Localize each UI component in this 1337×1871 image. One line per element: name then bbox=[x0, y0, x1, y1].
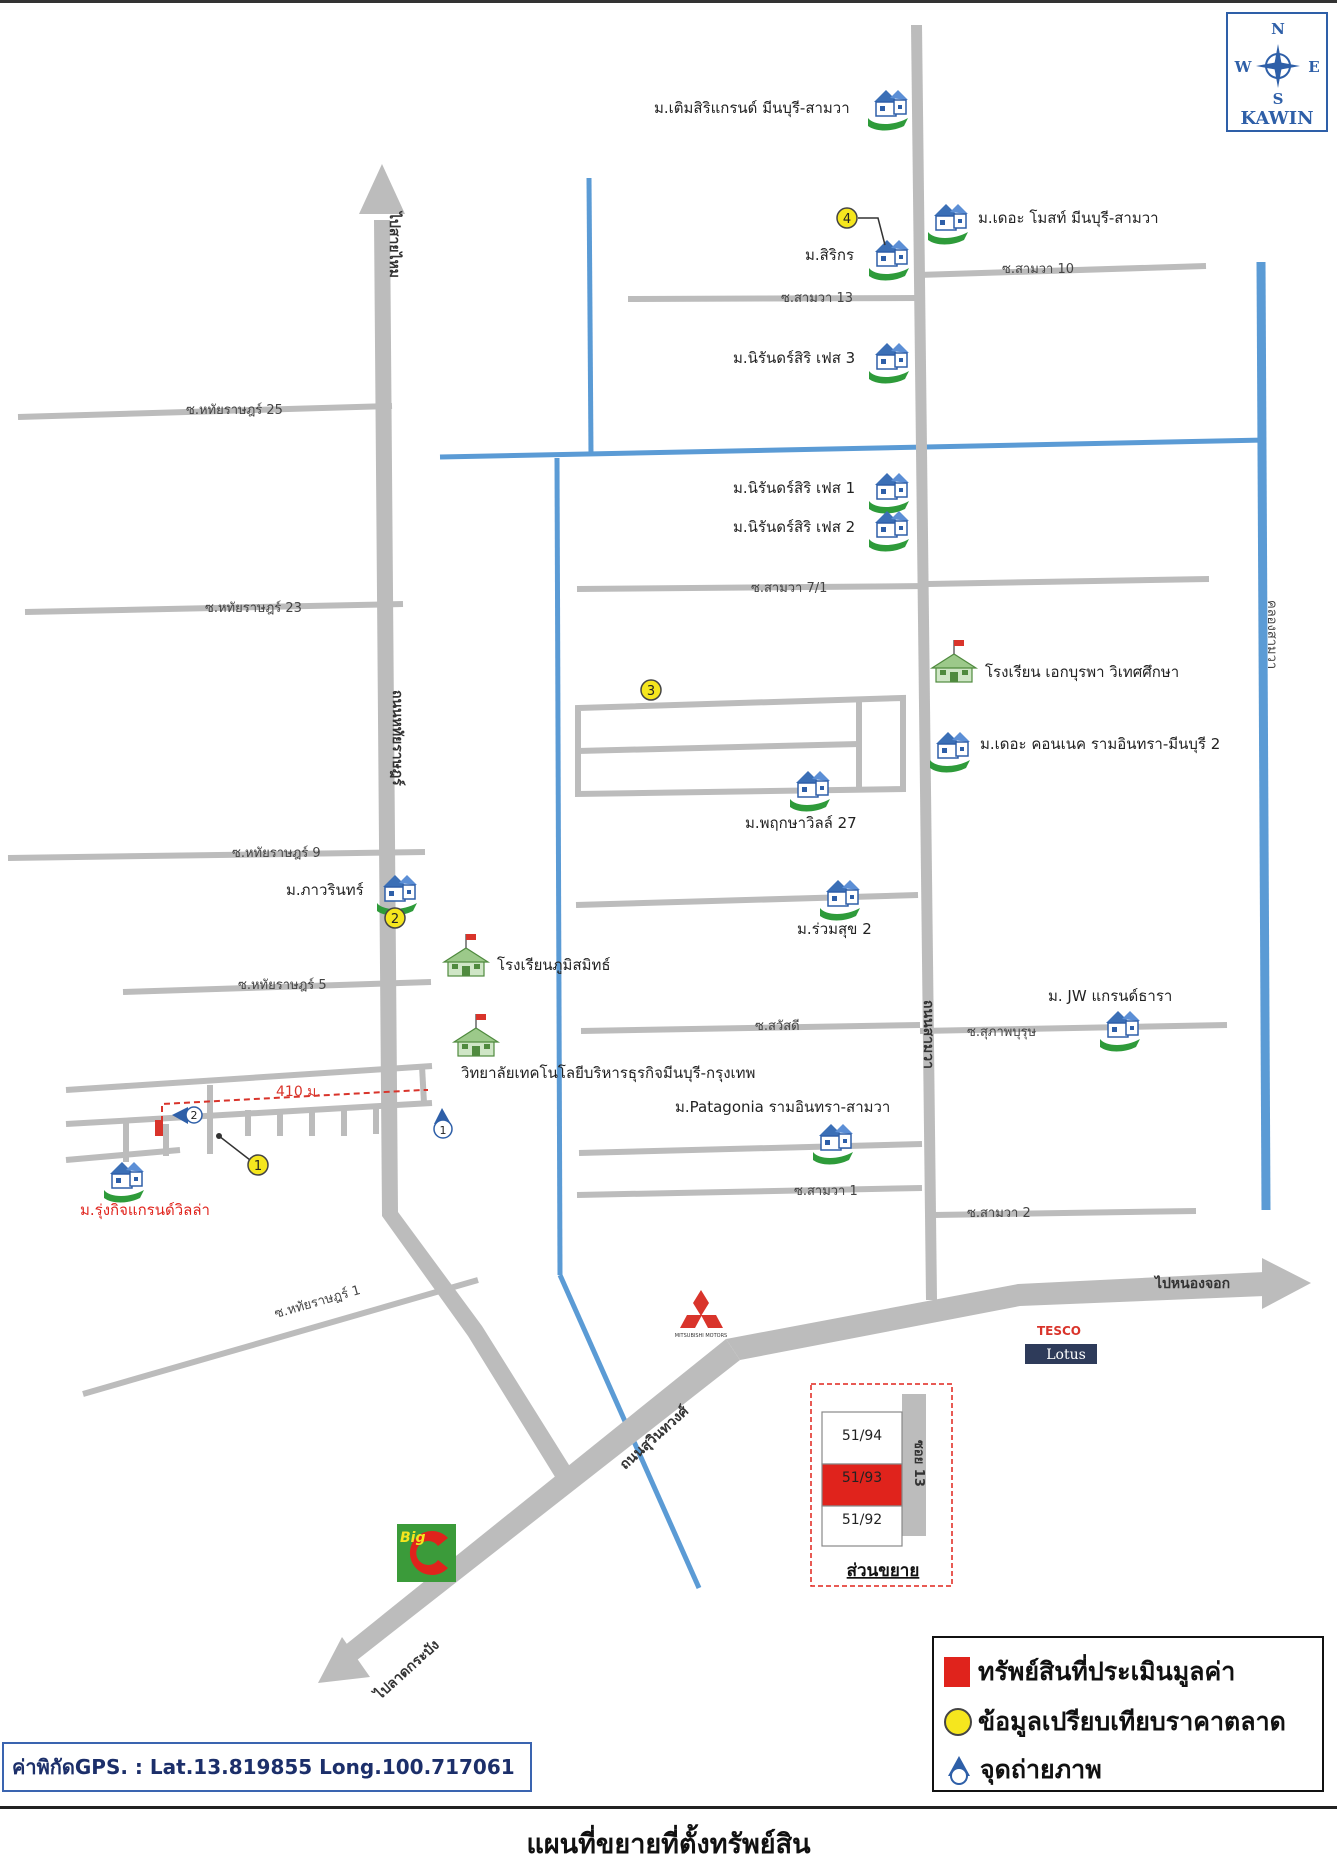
marker-label: 2 bbox=[391, 912, 399, 927]
top-border bbox=[0, 0, 1337, 3]
soi-label: ซ.หทัยราษฎร์ 9 bbox=[232, 845, 321, 861]
place-label: ม.Patagonia รามอินทรา-สามวา bbox=[675, 1098, 890, 1116]
plot-label: 51/93 bbox=[842, 1470, 882, 1486]
soi-label: ซ.สุภาพบุรุษ bbox=[967, 1025, 1037, 1040]
place-label: ม.นิรันดร์สิริ เฟส 1 bbox=[733, 479, 855, 497]
road-label-north: ไปสายไหม bbox=[386, 210, 404, 278]
yellow-circle-icon bbox=[944, 1708, 972, 1736]
mitsubishi-logo: MITSUBISHI MOTORS bbox=[675, 1290, 727, 1339]
tesco-text: TESCO bbox=[1037, 1324, 1081, 1338]
distance-indicator: 410 ม. bbox=[155, 1084, 428, 1136]
house-icon bbox=[927, 203, 969, 246]
mitsubishi-text: MITSUBISHI MOTORS bbox=[675, 1333, 727, 1339]
main-roads bbox=[344, 25, 1265, 1664]
legend-row-comparison: ข้อมูลเปรียบเทียบราคาตลาด bbox=[944, 1702, 1286, 1742]
plot-label: 51/94 bbox=[842, 1428, 882, 1444]
divider bbox=[0, 1806, 1337, 1809]
tesco-lotus-logo: TESCO Lotus bbox=[1025, 1324, 1097, 1364]
place-labels: ม.เติมสิริแกรนด์ มีนบุรี-สามวา ม.เดอะ โม… bbox=[80, 99, 1220, 1220]
place-label: ม.สิริกร bbox=[805, 246, 854, 264]
place-label: ม.เดอะ คอนเนค รามอินทรา-มีนบุรี 2 bbox=[980, 735, 1220, 754]
road-label-hathairat: ถนนหทัยราษฎร์ bbox=[389, 690, 406, 786]
lotus-text: Lotus bbox=[1046, 1347, 1086, 1363]
compass: N S W E KAWIN bbox=[1226, 12, 1328, 132]
photo-point-label: 1 bbox=[440, 1124, 447, 1137]
comparison-markers: 1 2 3 4 bbox=[216, 207, 886, 1176]
legend-row-property: ทรัพย์สินที่ประเมินมูลค่า bbox=[944, 1652, 1235, 1692]
place-label: ม.เดอะ โมสท์ มีนบุรี-สามวา bbox=[978, 209, 1159, 228]
school-icon bbox=[443, 933, 489, 977]
big-text: Big bbox=[400, 1530, 426, 1546]
soi-label: ซ.สามวา 13 bbox=[781, 291, 853, 306]
legend-property-label: ทรัพย์สินที่ประเมินมูลค่า bbox=[978, 1657, 1236, 1686]
house-icon bbox=[867, 89, 909, 132]
place-label: ม.นิรันดร์สิริ เฟส 3 bbox=[733, 349, 855, 367]
place-label: ม. JW แกรนด์ธารา bbox=[1048, 987, 1172, 1005]
road-label-samwa: ถนนสามวา bbox=[920, 1000, 936, 1069]
soi-label: ซ.หทัยราษฎร์ 23 bbox=[205, 600, 302, 616]
house-icon bbox=[103, 1161, 145, 1204]
legend-photo-label: จุดถ่ายภาพ bbox=[980, 1755, 1102, 1784]
soi-label: ซ.หทัยราษฎร์ 5 bbox=[238, 977, 327, 993]
compass-n: N bbox=[1271, 20, 1285, 38]
school-icon bbox=[931, 639, 977, 683]
gps-coordinates: ค่าพิกัดGPS. : Lat.13.819855 Long.100.71… bbox=[2, 1742, 532, 1792]
soi-label: ซ.สวัสดี bbox=[755, 1018, 800, 1034]
red-square-icon bbox=[944, 1657, 970, 1687]
place-label: ม.ร่วมสุข 2 bbox=[797, 920, 872, 939]
road-arrows bbox=[318, 164, 1311, 1683]
compass-w: W bbox=[1234, 58, 1253, 76]
soi-label: ซ.สามวา 2 bbox=[967, 1206, 1031, 1221]
soi-label: ซ.หทัยราษฎร์ 25 bbox=[186, 402, 283, 418]
plot-label: 51/92 bbox=[842, 1512, 882, 1528]
school-icon bbox=[453, 1013, 499, 1057]
inset-enlargement: ซอย 13 51/94 51/93 51/92 ส่วนขยาย bbox=[810, 1383, 953, 1587]
map-caption: แผนที่ขยายที่ตั้งทรัพย์สิน bbox=[526, 1829, 811, 1860]
photo-point-label: 2 bbox=[191, 1109, 198, 1122]
road-label-latkrabang: ไปลาดกระบัง bbox=[369, 1635, 443, 1704]
marker-label: 3 bbox=[647, 684, 655, 699]
house-icon bbox=[868, 472, 910, 515]
house-icon bbox=[1099, 1010, 1141, 1053]
place-label: ม.นิรันดร์สิริ เฟส 2 bbox=[733, 518, 855, 536]
soi-label: ซ.สามวา 1 bbox=[794, 1184, 858, 1199]
inset-caption: ส่วนขยาย bbox=[847, 1561, 920, 1581]
distance-label: 410 ม. bbox=[276, 1084, 321, 1100]
legend-row-photo: จุดถ่ายภาพ bbox=[944, 1750, 1102, 1790]
place-label: ม.พฤกษาวิลล์ 27 bbox=[745, 814, 857, 832]
house-icon bbox=[868, 510, 910, 553]
place-label: ม.เติมสิริแกรนด์ มีนบุรี-สามวา bbox=[654, 99, 850, 118]
legend-comparison-label: ข้อมูลเปรียบเทียบราคาตลาด bbox=[978, 1707, 1286, 1736]
photo-point-icon bbox=[948, 1756, 970, 1785]
place-label: วิทยาลัยเทคโนโลยีบริหารธุรกิจมีนบุรี-กรุ… bbox=[460, 1064, 755, 1083]
soi-label: ซ.สามวา 7/1 bbox=[751, 581, 827, 596]
place-label: โรงเรียนภูมิสมิทธ์ bbox=[497, 956, 611, 974]
place-label: ม.ภาวรินทร์ bbox=[286, 881, 364, 899]
place-label: โรงเรียน เอกบุรพา วิเทศศึกษา bbox=[985, 663, 1179, 682]
house-icon bbox=[868, 342, 910, 385]
house-icon bbox=[868, 239, 910, 282]
canal-label: คลองสามวา bbox=[1264, 600, 1279, 669]
marker-label: 4 bbox=[843, 212, 851, 227]
road-label-nongchok: ไปหนองจอก bbox=[1153, 1274, 1230, 1292]
compass-brand: KAWIN bbox=[1240, 108, 1313, 129]
subject-place-label: ม.รุ่งกิจแกรนด์วิลล่า bbox=[80, 1201, 210, 1220]
canals bbox=[439, 177, 1271, 1590]
photo-points: 1 2 bbox=[172, 1106, 453, 1139]
compass-e: E bbox=[1308, 58, 1319, 76]
compass-rose-icon: N S W E KAWIN bbox=[1234, 20, 1320, 129]
compass-s: S bbox=[1273, 90, 1284, 108]
legend: ทรัพย์สินที่ประเมินมูลค่า ข้อมูลเปรียบเท… bbox=[932, 1636, 1324, 1792]
minor-roads bbox=[7, 263, 1228, 1397]
house-icon bbox=[929, 731, 971, 774]
inset-soi-label: ซอย 13 bbox=[911, 1440, 926, 1487]
big-c-logo: Big bbox=[397, 1524, 456, 1582]
marker-label: 1 bbox=[254, 1159, 262, 1174]
soi-label: ซ.สามวา 10 bbox=[1002, 262, 1074, 277]
